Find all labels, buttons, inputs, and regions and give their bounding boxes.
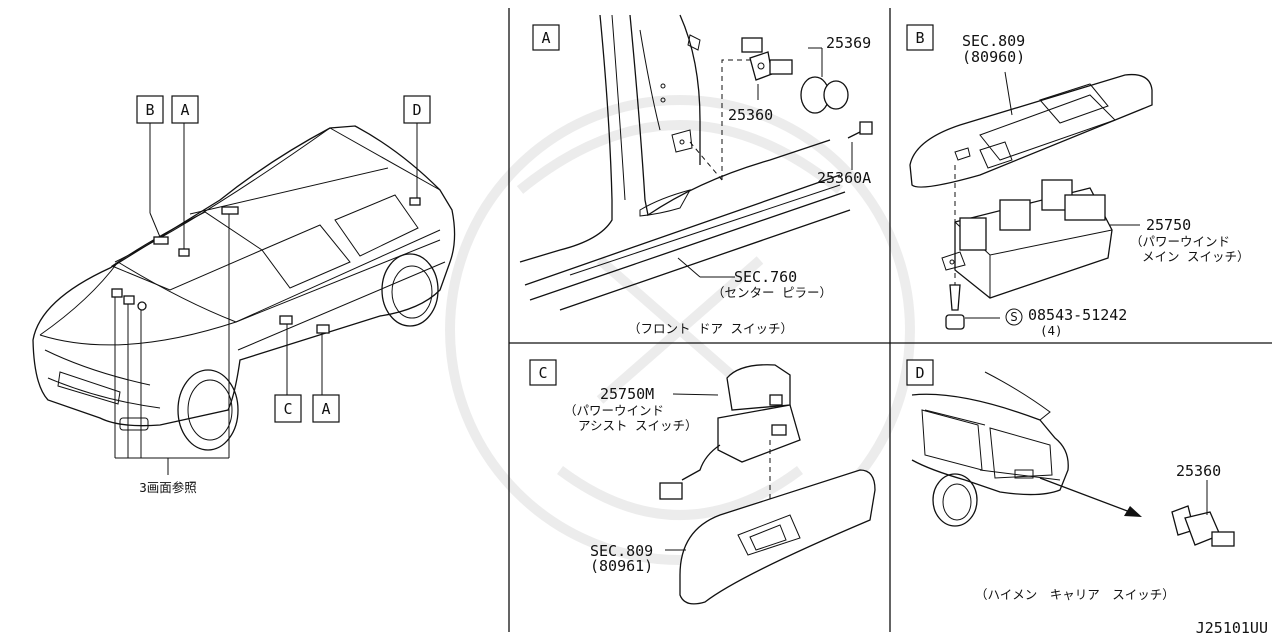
panel-c-letter: C [538,364,547,382]
callout-a-overview: A [171,95,199,124]
watermark-emblem [445,95,915,565]
part-25750m-desc1: （パワーウインド [564,403,664,418]
part-25369: 25369 [826,34,871,52]
callout-c-overview: C [274,394,302,423]
panel-d-letter: D [915,364,924,382]
part-25360a: 25360A [817,169,871,187]
panel-b: B SEC.809 (80960) 25750 （パワーウインド メイン スイッ… [906,24,1250,338]
callout-label: C [283,400,292,418]
callout-label: A [180,101,189,119]
callout-d-overview: D [403,95,431,124]
diagram-code: J25101UU [1196,619,1268,637]
screw-quantity: (4) [1040,323,1063,338]
panel-c: C 25750M （パワーウインド アシスト スイッチ） SEC.809 (80… [529,359,876,605]
callout-label: B [145,101,154,119]
sec-760-caption: （センター ピラー） [712,285,832,300]
sec-809-sub: (80960) [962,48,1025,66]
screw-symbol: S [1010,309,1018,324]
panel-frames [508,8,1272,632]
part-25750-desc2: メイン スイッチ） [1142,249,1250,264]
panel-a-caption: （フロント ドア スイッチ） [628,321,793,336]
sec-809-sub-c: (80961) [590,557,653,575]
panel-a: A 25369 25360 25360A [519,14,873,336]
sec-760-ref: SEC.760 [734,268,797,286]
part-25750m-desc2: アシスト スイッチ） [578,418,698,433]
part-25750: 25750 [1146,216,1191,234]
part-25360-d: 25360 [1176,462,1221,480]
callout-label: D [412,101,421,119]
callout-a2-overview: A [312,394,340,423]
callout-label: A [321,400,330,418]
part-25750m: 25750M [600,385,654,403]
sec-809-ref: SEC.809 [962,32,1025,50]
see-page-note: 3画面参照 [139,480,197,495]
sec-809-ref-c: SEC.809 [590,542,653,560]
panel-b-letter: B [915,29,924,47]
screw-part-number: 08543-51242 [1028,306,1127,324]
panel-d: D 25360 （ハイメン キャリア スイッチ） [906,359,1235,602]
car-overview [32,123,456,475]
panel-d-caption: （ハイメン キャリア スイッチ） [975,587,1175,602]
part-25750-desc1: （パワーウインド [1130,234,1230,249]
callout-b-overview: B [136,95,164,124]
panel-a-letter: A [541,29,550,47]
part-25360: 25360 [728,106,773,124]
